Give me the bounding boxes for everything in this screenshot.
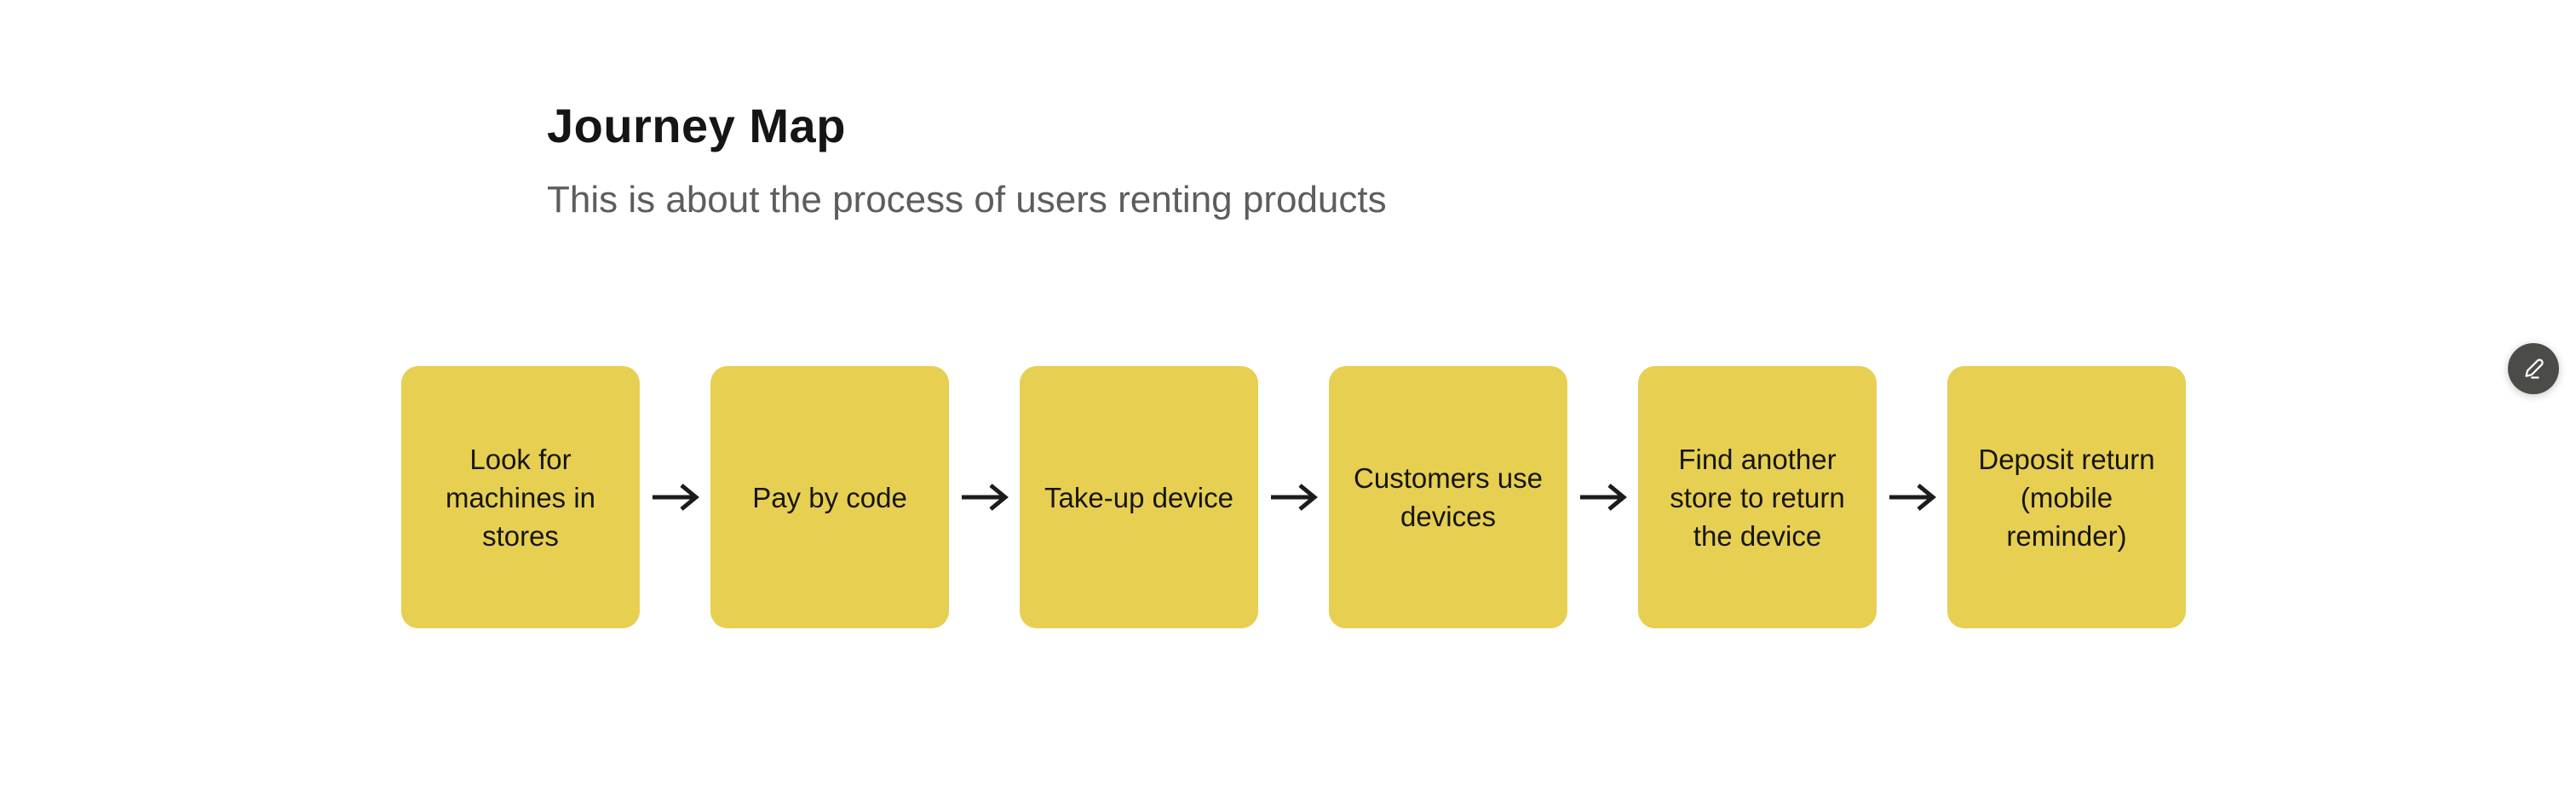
flow-step-2[interactable]: Pay by code [710,366,949,628]
flow-step-3[interactable]: Take-up device [1020,366,1258,628]
flow-arrow [1567,366,1638,628]
arrow-right-icon [961,484,1009,511]
journey-flow: Look for machines in stores Pay by code … [401,366,2186,628]
arrow-right-icon [652,484,699,511]
flow-arrow [1877,366,1947,628]
flow-step-4[interactable]: Customers use devices [1329,366,1567,628]
arrow-right-icon [1889,484,1936,511]
arrow-right-icon [1270,484,1318,511]
page-title: Journey Map [547,99,846,152]
flow-step-6[interactable]: Deposit return (mobile reminder) [1947,366,2186,628]
flow-step-5[interactable]: Find another store to return the device [1638,366,1877,628]
flow-arrow [640,366,710,628]
flow-arrow [949,366,1020,628]
flow-arrow [1258,366,1329,628]
page-subtitle: This is about the process of users renti… [547,179,1387,221]
edit-button[interactable] [2508,343,2559,394]
diagram-header: Journey Map This is about the process of… [547,99,1387,223]
pencil-icon [2525,358,2544,379]
arrow-right-icon [1579,484,1627,511]
flow-step-1[interactable]: Look for machines in stores [401,366,640,628]
